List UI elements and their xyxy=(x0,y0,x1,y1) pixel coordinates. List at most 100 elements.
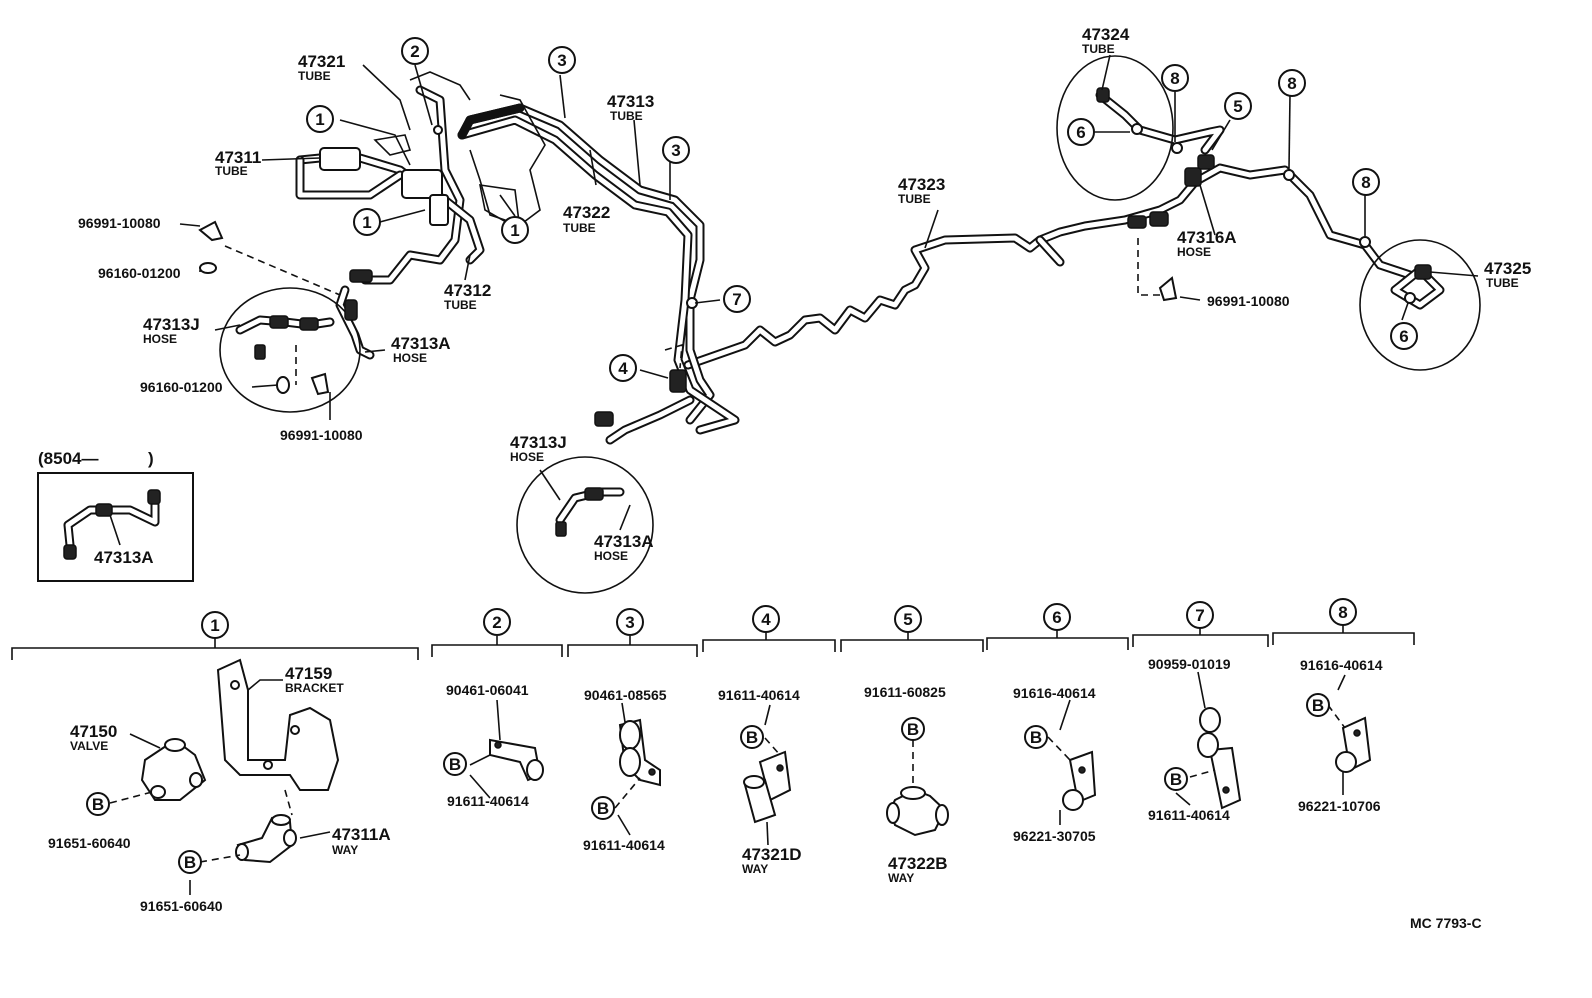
callout-6-a: 6 xyxy=(1067,118,1095,146)
svg-text:B: B xyxy=(449,755,461,774)
detail-labels: 1 2 3 4 5 6 7 8 B B B B B B B B B 47159 … xyxy=(48,598,1482,931)
svg-text:5: 5 xyxy=(1233,97,1242,116)
svg-text:8: 8 xyxy=(1287,74,1296,93)
label-47313: 47313 xyxy=(607,92,654,111)
g1-bracket-part: 47159 xyxy=(285,664,332,683)
svg-text:B: B xyxy=(92,795,104,814)
svg-text:8: 8 xyxy=(1338,603,1347,622)
label-47316a: 47316A xyxy=(1177,228,1237,247)
g2-clamp: 90461-06041 xyxy=(446,682,529,698)
group-2-number: 2 xyxy=(483,608,511,636)
svg-text:B: B xyxy=(907,720,919,739)
svg-text:7: 7 xyxy=(1195,606,1204,625)
group-4-number: 4 xyxy=(752,605,780,633)
label-96991-c: 96991-10080 xyxy=(1207,293,1290,309)
callout-8-a: 8 xyxy=(1161,64,1189,92)
svg-text:B: B xyxy=(746,728,758,747)
svg-text:1: 1 xyxy=(362,213,371,232)
clips xyxy=(198,220,1178,396)
svg-text:1: 1 xyxy=(510,221,519,240)
label-47323: 47323 xyxy=(898,175,945,194)
bolt-b-g2: B xyxy=(443,752,467,776)
svg-text:B: B xyxy=(1030,728,1042,747)
g1-bolt-b: 91651-60640 xyxy=(140,898,223,914)
group-1-number: 1 xyxy=(201,611,229,639)
callout-7-a: 7 xyxy=(723,285,751,313)
label-47321-sub: TUBE xyxy=(298,69,331,83)
svg-text:8: 8 xyxy=(1361,173,1370,192)
main-labels: 47321 TUBE 47311 TUBE 47313 TUBE 47322 T… xyxy=(38,25,1531,567)
mid-front-wheel xyxy=(516,456,654,594)
g1-bolt-a: 91651-60640 xyxy=(48,835,131,851)
inset-box xyxy=(37,472,194,582)
label-47324-sub: TUBE xyxy=(1082,42,1115,56)
label-47313j-mid: 47313J xyxy=(510,433,567,452)
g2-bolt: 91611-40614 xyxy=(447,793,529,809)
svg-text:3: 3 xyxy=(671,141,680,160)
callout-1-b: 1 xyxy=(353,208,381,236)
bolt-b-g7: B xyxy=(1164,767,1188,791)
rear-right-wheel xyxy=(1359,239,1481,371)
label-47312: 47312 xyxy=(444,281,491,300)
svg-text:3: 3 xyxy=(625,613,634,632)
g1-way-part: 47311A xyxy=(332,825,391,844)
svg-text:6: 6 xyxy=(1052,608,1061,627)
rear-left-wheel xyxy=(1056,55,1174,201)
g5-way-sub: WAY xyxy=(888,871,914,885)
svg-text:7: 7 xyxy=(732,290,741,309)
label-47316a-sub: HOSE xyxy=(1177,245,1211,259)
svg-text:8: 8 xyxy=(1170,69,1179,88)
label-47325-sub: TUBE xyxy=(1486,276,1519,290)
callout-8-b: 8 xyxy=(1278,69,1306,97)
brake-tube-routing xyxy=(295,85,1415,445)
inset-title-left: (8504— xyxy=(38,449,98,468)
g4-way-sub: WAY xyxy=(742,862,768,876)
label-47313a-mid: 47313A xyxy=(594,532,654,551)
label-96160-b: 96160-01200 xyxy=(140,379,223,395)
callout-1-c: 1 xyxy=(501,216,529,244)
g5-bolt: 91611-60825 xyxy=(864,684,946,700)
svg-text:2: 2 xyxy=(492,613,501,632)
g4-bolt: 91611-40614 xyxy=(718,687,800,703)
inset-title-right: ) xyxy=(148,449,154,468)
svg-text:3: 3 xyxy=(557,51,566,70)
figure-code: MC 7793-C xyxy=(1410,915,1482,931)
g3-bolt: 91611-40614 xyxy=(583,837,665,853)
label-47311: 47311 xyxy=(215,148,261,167)
callout-5-a: 5 xyxy=(1224,92,1252,120)
callout-circles: 1 1 1 2 3 3 7 4 8 6 5 8 8 6 xyxy=(306,37,1418,382)
label-47313j-mid-sub: HOSE xyxy=(510,450,544,464)
group-5-number: 5 xyxy=(894,605,922,633)
label-47313a-left: 47313A xyxy=(391,334,451,353)
bolt-b-g8: B xyxy=(1306,693,1330,717)
svg-text:4: 4 xyxy=(618,359,628,378)
g7-bolt: 91611-40614 xyxy=(1148,807,1230,823)
g5-way-part: 47322B xyxy=(888,854,948,873)
bolt-b-g5: B xyxy=(901,717,925,741)
callout-6-b: 6 xyxy=(1390,322,1418,350)
label-96160-a: 96160-01200 xyxy=(98,265,181,281)
group-3-number: 3 xyxy=(616,608,644,636)
bolt-b-g1-a: B xyxy=(86,792,110,816)
g3-clamp: 90461-08565 xyxy=(584,687,667,703)
g1-valve-part: 47150 xyxy=(70,722,117,741)
g6-bolt: 91616-40614 xyxy=(1013,685,1096,701)
svg-text:4: 4 xyxy=(761,610,771,629)
svg-text:1: 1 xyxy=(210,616,219,635)
label-47311-sub: TUBE xyxy=(215,164,248,178)
bolt-b-g4: B xyxy=(740,725,764,749)
label-96991-b: 96991-10080 xyxy=(280,427,363,443)
g1-way-sub: WAY xyxy=(332,843,358,857)
label-47313-sub: TUBE xyxy=(610,109,643,123)
g1-valve-sub: VALVE xyxy=(70,739,108,753)
label-96991-a: 96991-10080 xyxy=(78,215,161,231)
group-8-number: 8 xyxy=(1329,598,1357,626)
inset-part-label: 47313A xyxy=(94,548,154,567)
svg-text:B: B xyxy=(1312,696,1324,715)
label-47325: 47325 xyxy=(1484,259,1531,278)
label-47322-sub: TUBE xyxy=(563,221,596,235)
callout-3-a: 3 xyxy=(548,46,576,74)
bolt-b-g1-b: B xyxy=(178,850,202,874)
label-47313a-left-sub: HOSE xyxy=(393,351,427,365)
